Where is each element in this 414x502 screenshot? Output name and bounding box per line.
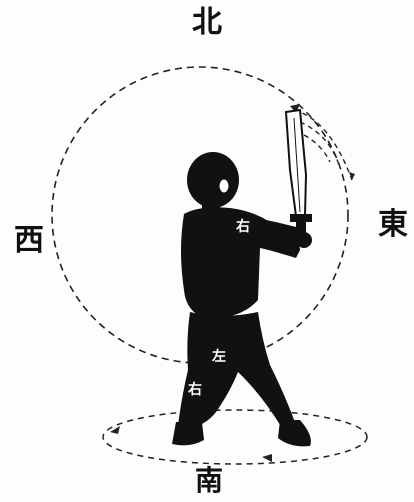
right-hand	[296, 232, 312, 248]
direction-west-label: 西	[14, 226, 44, 256]
blade-motion-tail	[349, 172, 355, 180]
blade-motion-arc-2	[300, 122, 340, 168]
sword-blade	[286, 110, 306, 216]
blade-motion-arc-3	[304, 135, 330, 162]
sword-guard	[290, 214, 312, 222]
foot-dashed-ellipse	[103, 410, 367, 464]
body-label-right-leg: 右	[188, 383, 202, 397]
direction-north-label: 北	[192, 8, 222, 38]
head	[187, 152, 239, 208]
body-label-left-leg: 左	[212, 350, 226, 364]
ear	[219, 179, 229, 193]
foot-ellipse-arrow-right	[262, 454, 272, 462]
body-label-right-arm: 右	[236, 220, 250, 234]
direction-east-label: 東	[378, 210, 408, 240]
direction-south-label: 南	[195, 466, 223, 496]
left-shoe	[172, 422, 204, 445]
right-shoe	[278, 420, 311, 446]
